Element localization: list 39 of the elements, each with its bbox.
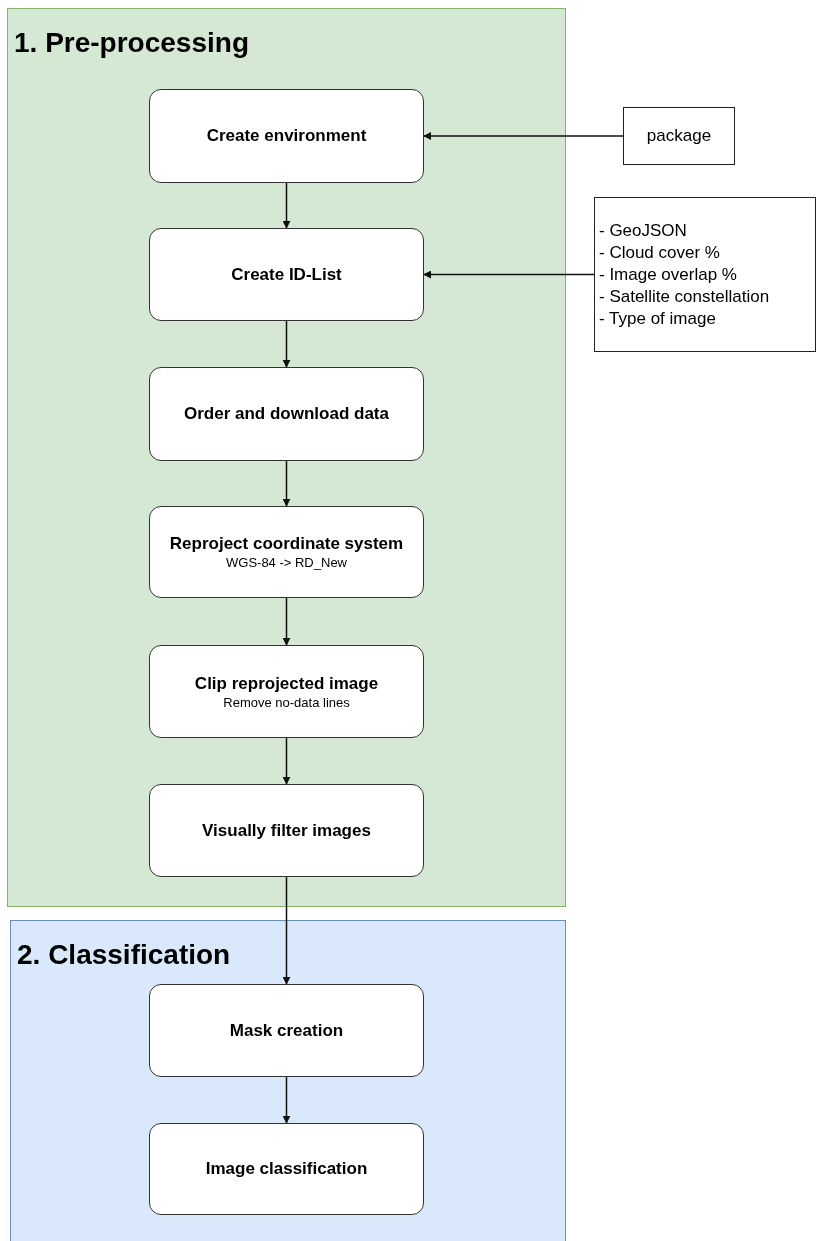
group-panel bbox=[7, 8, 566, 907]
list-item: - GeoJSON bbox=[599, 219, 687, 242]
input-box bbox=[623, 107, 735, 165]
process-box bbox=[149, 506, 424, 598]
panel-heading: 2. Classification bbox=[17, 939, 231, 971]
process-box bbox=[149, 1123, 424, 1215]
box-title: Order and download data bbox=[184, 403, 389, 425]
list-item: - Satellite constellation bbox=[599, 285, 770, 308]
arrow bbox=[282, 182, 291, 229]
arrow bbox=[282, 1076, 291, 1124]
process-box bbox=[149, 784, 424, 877]
box-title: Reproject coordinate system bbox=[169, 533, 404, 555]
arrow bbox=[423, 132, 624, 140]
arrow bbox=[282, 876, 291, 985]
box-title: Create ID-List bbox=[231, 263, 342, 286]
list-item: - Type of image bbox=[599, 307, 716, 330]
process-box bbox=[149, 367, 424, 461]
process-box bbox=[149, 645, 424, 738]
arrow bbox=[282, 737, 291, 785]
arrow bbox=[282, 460, 291, 507]
process-box bbox=[149, 984, 424, 1077]
arrow bbox=[282, 320, 291, 368]
box-label: package bbox=[646, 125, 712, 147]
box-title: Image classification bbox=[205, 1158, 368, 1180]
process-box bbox=[149, 89, 424, 183]
arrow bbox=[282, 597, 291, 646]
group-panel bbox=[10, 920, 566, 1241]
box-title: Clip reprojected image bbox=[194, 672, 379, 695]
box-title: Visually filter images bbox=[202, 819, 371, 842]
panel-heading: 1. Pre-processing bbox=[14, 27, 249, 59]
box-title: Create environment bbox=[206, 125, 367, 147]
parameter-list-box bbox=[594, 197, 816, 352]
arrow bbox=[423, 270, 595, 279]
process-box bbox=[149, 228, 424, 321]
list-item: - Image overlap % bbox=[599, 263, 737, 286]
box-title: Mask creation bbox=[229, 1019, 344, 1042]
box-subtitle: WGS-84 -> RD_New bbox=[226, 555, 347, 571]
box-subtitle: Remove no-data lines bbox=[223, 694, 350, 711]
list-item: - Cloud cover % bbox=[599, 241, 720, 264]
